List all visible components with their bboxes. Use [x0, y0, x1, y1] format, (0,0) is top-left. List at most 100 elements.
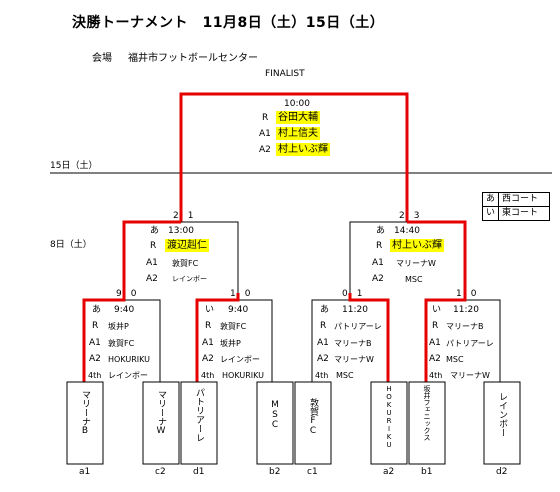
team-seed: c1	[307, 467, 318, 477]
court-code: い	[432, 305, 442, 315]
team-seed: a2	[383, 467, 395, 477]
legend-court: 西コート	[499, 192, 551, 207]
ref-role: A2	[146, 274, 158, 284]
winner-line	[179, 92, 294, 222]
team-seed: d1	[193, 467, 205, 477]
match-time: 11:20	[453, 305, 479, 315]
court-code: あ	[92, 305, 102, 315]
team-seed: a1	[79, 467, 91, 477]
ref-role: R	[262, 113, 269, 123]
ref-name: マリーナW	[396, 259, 436, 268]
ref-name: 村上信夫	[276, 127, 320, 140]
ref-role: A2	[372, 274, 384, 284]
match-time: 11:20	[342, 305, 368, 315]
ref-name: 敦賀FC	[172, 259, 199, 268]
ref-name: 谷田大輔	[276, 111, 320, 124]
venue-name: 福井市フットボールセンター	[128, 53, 258, 64]
team-seed: c2	[155, 467, 166, 477]
ref-role: 4th	[429, 371, 443, 380]
ref-role: R	[320, 321, 327, 331]
ref-name: レインボー	[220, 355, 260, 364]
ref-name: 敦賀FC	[108, 339, 135, 348]
winner-line	[195, 293, 240, 382]
ref-name: MSC	[446, 355, 464, 364]
team-name: HOKURIKU	[385, 385, 393, 449]
team-seed: b1	[421, 467, 433, 477]
page-title: 決勝トーナメント 11月8日（土）15日（土）	[72, 15, 385, 31]
ref-name: レインボー	[172, 275, 207, 283]
match-time: 14:40	[394, 226, 420, 236]
ref-name: MSC	[336, 371, 354, 380]
team-name: 敦賀FC	[308, 398, 318, 436]
match-score: 1 0	[230, 289, 251, 299]
ref-role: R	[432, 321, 439, 331]
ref-role: A2	[89, 354, 101, 364]
match-score: 0 1	[342, 289, 363, 299]
ref-name: 坂井P	[220, 339, 241, 348]
ref-role: A2	[259, 145, 271, 155]
court-code: あ	[150, 226, 160, 236]
team-name: MSC	[270, 400, 280, 430]
team-name: マリーナB	[80, 390, 90, 436]
match-time: 13:00	[168, 226, 194, 236]
team-name: パトリアーレ	[194, 388, 204, 442]
ref-name: 敦賀FC	[220, 322, 247, 331]
date-label-8: 8日（土）	[50, 240, 92, 250]
winner-line	[122, 220, 181, 293]
winner-line	[82, 293, 126, 382]
team-seed: b2	[269, 467, 281, 477]
legend-court: 東コート	[499, 207, 551, 221]
match-score: 9 0	[116, 289, 137, 299]
ref-role: A1	[202, 338, 214, 348]
ref-role: R	[205, 321, 212, 331]
ref-name: マリーナW	[450, 371, 490, 380]
ref-name: 村上いぶ輝	[276, 143, 330, 156]
match-score: 2 3	[399, 211, 420, 221]
winner-line	[294, 92, 409, 222]
match-score: 2 1	[173, 211, 194, 221]
ref-role: A1	[372, 258, 384, 268]
date-label-15: 15日（土）	[50, 161, 98, 171]
ref-role: A1	[259, 129, 271, 139]
team-name: マリーナW	[156, 390, 166, 436]
ref-role: 4th	[315, 371, 329, 380]
winner-line	[424, 293, 467, 382]
ref-role: 4th	[201, 371, 215, 380]
venue-label: 会場	[92, 53, 112, 64]
ref-role: A1	[146, 258, 158, 268]
ref-name: MSC	[405, 275, 423, 284]
team-name: 坂井フェニックス	[423, 385, 431, 441]
ref-role: A1	[317, 338, 329, 348]
court-code: あ	[376, 226, 386, 236]
match-time: 9:40	[114, 305, 135, 315]
team-seed: d2	[496, 467, 508, 477]
ref-role: R	[92, 321, 99, 331]
winner-line	[348, 293, 390, 382]
team-name: レインボー	[497, 392, 507, 437]
ref-name: 村上いぶ輝	[390, 239, 444, 252]
ref-role: A2	[429, 354, 441, 364]
ref-name: マリーナW	[334, 355, 374, 364]
court-code: あ	[320, 305, 330, 315]
legend-code: い	[482, 207, 500, 221]
ref-name: マリーナB	[334, 339, 372, 348]
ref-role: A1	[429, 338, 441, 348]
ref-name: 坂井P	[108, 322, 129, 331]
court-code: い	[205, 305, 215, 315]
ref-role: R	[376, 241, 383, 251]
ref-name: マリーナB	[446, 322, 484, 331]
match-time: 9:40	[228, 305, 249, 315]
ref-role: A2	[317, 354, 329, 364]
ref-role: A1	[89, 338, 101, 348]
legend-code: あ	[482, 192, 500, 207]
ref-name: 渡辺赳仁	[165, 239, 209, 252]
ref-name: HOKURIKU	[222, 371, 265, 380]
ref-name: パトリアーレ	[446, 339, 494, 348]
ref-role: R	[150, 241, 157, 251]
winner-line	[407, 220, 467, 293]
finalist-label: FINALIST	[265, 69, 305, 79]
ref-name: HOKURIKU	[108, 355, 151, 364]
final-time: 10:00	[284, 99, 310, 109]
ref-name: パトリアーレ	[334, 322, 382, 331]
